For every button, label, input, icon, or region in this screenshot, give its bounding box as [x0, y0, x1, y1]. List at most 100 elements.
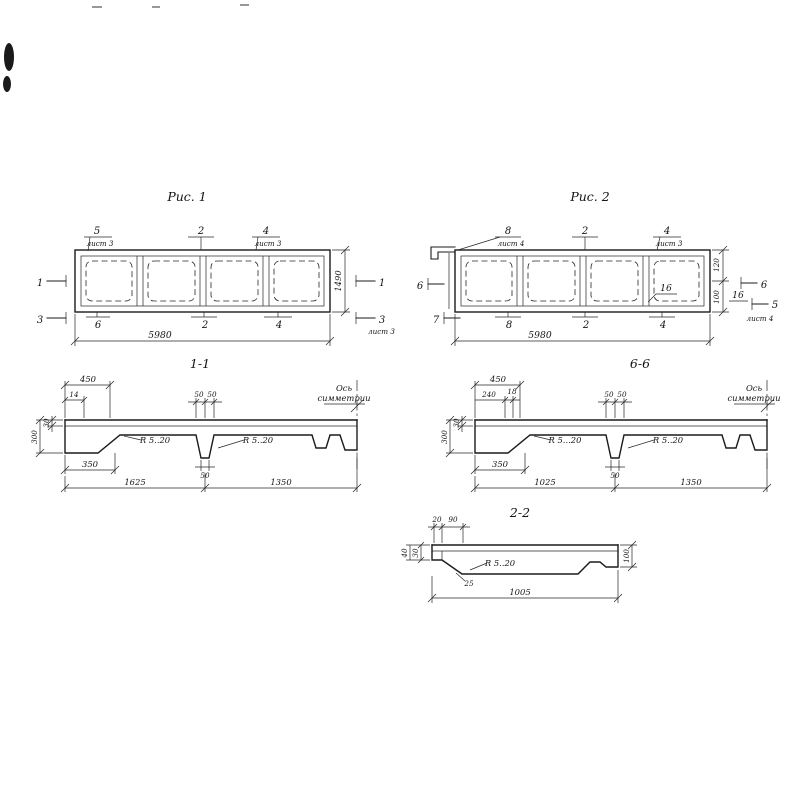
sec22-left-dims: 30 40: [400, 541, 430, 564]
fig2-sheet-ref-right: лист 4: [747, 314, 774, 323]
fig2-mark-6-right: 6: [761, 280, 768, 291]
sec11-radius-2: R 5..20: [242, 435, 274, 445]
fig1-length-dim: 5980: [70, 314, 335, 346]
sec22-dim-20: 20: [431, 515, 442, 524]
sec11-dim-50a: 50: [194, 390, 204, 399]
fig1-mark-3-left: 3: [37, 315, 43, 326]
fig1-mark-3-right: 3: [379, 315, 385, 326]
fig1-callout-5: 5: [94, 226, 100, 237]
sec66-title: 6-6: [630, 356, 650, 371]
sec22-top-dims: 20 90: [428, 515, 470, 543]
fig1-bottom-callouts: 6 2 4: [86, 312, 292, 331]
fig1-mark-1-left: 1: [37, 278, 43, 289]
fig2-dim-100: 100: [712, 290, 721, 304]
fig2-callout-2-bottom: 2: [582, 320, 589, 331]
sec11-left-dims: 30 300: [30, 415, 63, 458]
fig2-callout-2-top: 2: [581, 226, 588, 237]
fig2-callout-8-top: 8: [505, 226, 511, 237]
fig2-callout-4-top: 4: [663, 226, 670, 237]
sec22-dim-1005: 1005: [509, 587, 530, 597]
sec66-dim-50b: 50: [617, 390, 627, 399]
sec66-dim-450: 450: [489, 374, 507, 384]
sec22-radius-label: R 5..20 25: [455, 558, 516, 588]
fig1-length-value: 5980: [148, 330, 172, 341]
sec11-dim-350: 350: [82, 459, 99, 469]
fig1-height-value: 1490: [333, 270, 343, 292]
sec66-radius-1: R 5...20: [548, 435, 583, 445]
fig2-length-dim: 5980: [450, 314, 715, 346]
fig2-left-section-marks: 6 7: [417, 278, 461, 326]
sec66-profile: [474, 419, 768, 459]
sec11-profile: [64, 419, 358, 459]
sec22-dim-90: 90: [448, 515, 458, 524]
fig1-right-section-marks: 1 3 лист 3: [355, 275, 395, 336]
sec22-dim-25: 25: [463, 579, 474, 588]
fig1: Рис. 1 5 лист 3 2 4 лист 3: [37, 189, 395, 346]
sec11-dim-1350: 1350: [270, 477, 292, 487]
sec66-radius-2: R 5..20: [652, 435, 684, 445]
fig2-callout-16-inner: 16: [660, 283, 672, 294]
fig2-right-section-marks: 16 6 5 лист 4: [729, 277, 778, 323]
sec66-dim-50a: 50: [604, 390, 614, 399]
fig1-sheet-ref-4: лист 3: [255, 239, 282, 248]
sec66-dim-30: 30: [452, 418, 461, 428]
sec11-dim-300: 300: [30, 430, 39, 444]
fig2-title: Рис. 2: [569, 189, 609, 204]
sec22-title: 2-2: [509, 505, 530, 520]
fig2-dim-120: 120: [712, 258, 721, 272]
fig1-title: Рис. 1: [166, 189, 206, 204]
fig1-callout-2-bottom: 2: [201, 320, 208, 331]
fig2-bottom-callouts: 8 2 4: [495, 312, 675, 331]
fig2-top-callouts: 8 лист 4 2 4 лист 3: [457, 226, 683, 251]
fig2: Рис. 2 8 лист 4 2 4: [417, 189, 778, 346]
sec11-dim-50b: 50: [207, 390, 217, 399]
sec22-dim-100: 100: [622, 549, 631, 563]
sec11-dim-30: 30: [42, 418, 51, 428]
fig2-mark-7-left: 7: [433, 315, 440, 326]
sec11-dim-450: 450: [79, 374, 97, 384]
sec66-axis-label-2: симметрии: [727, 393, 780, 403]
sec11-axis-label-2: симметрии: [317, 393, 370, 403]
fig1-callout-4-top: 4: [262, 226, 269, 237]
sec11-dim-14: 14: [69, 390, 79, 399]
sec11-radius-labels: R 5..20 R 5..20: [123, 435, 274, 449]
sec22-right-dim: 100: [620, 540, 637, 572]
fig2-mark-16-right: 16: [732, 290, 744, 301]
sec22-bottom-dim: 1005: [427, 570, 623, 603]
fig1-top-callouts: 5 лист 3 2 4 лист 3: [84, 226, 282, 252]
sec66-dim-1025: 1025: [534, 477, 555, 487]
sec11-dim-1625: 1625: [124, 477, 145, 487]
sec66-left-dims: 30 300: [440, 415, 473, 458]
sec66-dim-1350: 1350: [680, 477, 702, 487]
fig2-end-hook: [430, 246, 456, 260]
sec11-symmetry-axis: Ось симметрии: [317, 380, 371, 472]
sec22-profile: [431, 544, 619, 575]
fig2-mark-6-left: 6: [417, 281, 424, 292]
sec11-title: 1-1: [190, 356, 210, 371]
fig2-inner-callout: 16: [647, 283, 677, 303]
sec22-dim-30: 30: [411, 548, 420, 558]
section-1-1: 1-1 R 5..20 R 5..20 450 14: [30, 356, 371, 493]
fig1-panel-plan: [74, 249, 331, 313]
sec66-top-dims: 450 240 18 50 50: [470, 374, 632, 418]
sec66-axis-label-1: Ось: [746, 383, 763, 393]
fig1-height-dim: 1490: [332, 245, 350, 317]
section-6-6: 6-6 R 5...20 R 5..20 450 240 18: [440, 356, 781, 493]
section-2-2: 2-2 R 5..20 25 20 90: [400, 505, 637, 603]
fig2-callout-4-bottom: 4: [659, 320, 666, 331]
sec66-dim-240: 240: [481, 390, 496, 399]
fig2-length-value: 5980: [528, 330, 552, 341]
fig1-left-section-marks: 1 3: [37, 275, 67, 326]
sec66-dim-300: 300: [440, 430, 449, 444]
sec66-dim-350: 350: [492, 459, 509, 469]
sec11-radius-1: R 5..20: [139, 435, 171, 445]
fig2-panel-plan: [430, 246, 711, 313]
sec11-axis-label-1: Ось: [336, 383, 353, 393]
sec66-dim-18: 18: [507, 387, 517, 396]
fig1-sheet-ref-5: лист 3: [87, 239, 114, 248]
fig1-callout-2-top: 2: [197, 226, 204, 237]
fig1-mark-1-right: 1: [379, 278, 385, 289]
scan-artifacts: [3, 4, 249, 92]
